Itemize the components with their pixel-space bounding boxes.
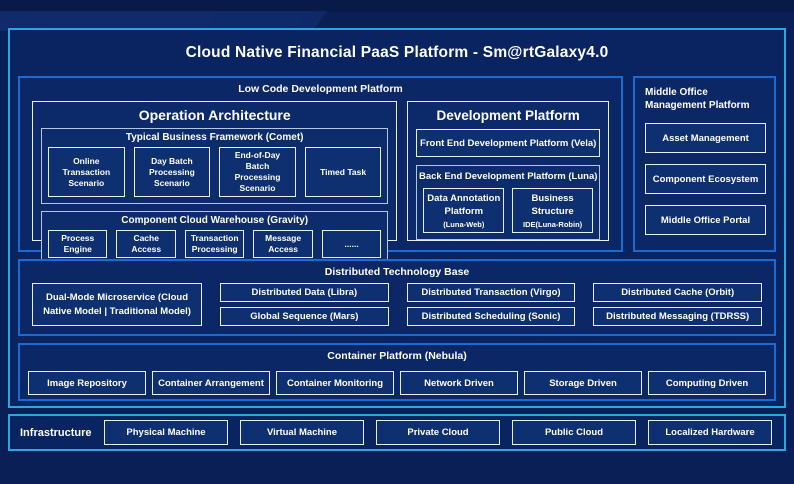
typical-business-items: Online Transaction Scenario Day Batch Pr… <box>48 147 382 198</box>
box-physical-machine: Physical Machine <box>104 420 228 445</box>
box-virtual-machine: Virtual Machine <box>240 420 364 445</box>
box-timed-task: Timed Task <box>304 147 382 198</box>
box-front-end-development-platform: Front End Development Platform (Vela) <box>416 129 600 158</box>
data-annotation-platform-label: Data Annotation Platform <box>427 193 501 218</box>
component-cloud-warehouse-group: Component Cloud Warehouse (Gravity) Proc… <box>41 211 389 266</box>
box-business-structure-ide: Business Structure IDE(Luna-Robin) <box>512 188 594 233</box>
box-distributed-messaging-tdrss: Distributed Messaging (TDRSS) <box>593 307 762 326</box>
middle-office-section-header: Middle Office Management Platform <box>645 87 750 111</box>
box-storage-driven: Storage Driven <box>524 371 642 395</box>
development-platform-panel: Development Platform Front End Developme… <box>407 101 609 241</box>
low-code-development-platform-section: Low Code Development Platform Operation … <box>18 76 623 266</box>
distributed-technology-base-section: Distributed Technology Base Dual-Mode Mi… <box>18 259 776 336</box>
box-asset-management: Asset Management <box>645 123 766 153</box>
back-end-development-platform-title: Back End Development Platform (Luna) <box>418 171 598 183</box>
distributed-section-header: Distributed Technology Base <box>324 266 470 278</box>
distributed-grid: Distributed Data (Libra) Distributed Tra… <box>220 283 762 326</box>
box-middle-office-portal: Middle Office Portal <box>645 205 766 235</box>
box-end-of-day-batch-processing-scenario: End-of-Day Batch Processing Scenario <box>219 147 296 198</box>
container-platform-items: Image Repository Container Arrangement C… <box>28 371 766 395</box>
box-distributed-transaction-virgo: Distributed Transaction (Virgo) <box>406 283 576 302</box>
page-title: Cloud Native Financial PaaS Platform - S… <box>185 44 609 61</box>
infrastructure-label: Infrastructure <box>20 426 92 439</box>
operation-architecture-panel: Operation Architecture Typical Business … <box>32 101 398 266</box>
box-distributed-data-libra: Distributed Data (Libra) <box>220 283 389 302</box>
platform-frame: Cloud Native Financial PaaS Platform - S… <box>8 28 786 408</box>
back-end-items: Data Annotation Platform (Luna-Web) Busi… <box>423 188 594 233</box>
box-localized-hardware: Localized Hardware <box>648 420 772 445</box>
box-container-arrangement: Container Arrangement <box>152 371 270 395</box>
container-platform-header: Container Platform (Nebula) <box>327 350 467 362</box>
typical-business-framework-title: Typical Business Framework (Comet) <box>125 132 304 143</box>
box-container-monitoring: Container Monitoring <box>276 371 394 395</box>
middle-office-management-platform-section: Middle Office Management Platform Asset … <box>633 76 776 252</box>
distributed-body: Dual-Mode Microservice (Cloud Native Mod… <box>32 283 762 326</box>
box-data-annotation-platform: Data Annotation Platform (Luna-Web) <box>423 188 505 233</box>
box-distributed-scheduling-sonic: Distributed Scheduling (Sonic) <box>406 307 576 326</box>
box-transaction-processing: Transaction Processing <box>184 230 245 259</box>
box-process-engine: Process Engine <box>48 230 108 259</box>
top-row: Low Code Development Platform Operation … <box>18 76 776 266</box>
business-structure-label: Business Structure <box>531 193 574 218</box>
business-structure-codename: IDE(Luna-Robin) <box>523 220 583 229</box>
box-component-ecosystem: Component Ecosystem <box>645 164 766 194</box>
container-platform-section: Container Platform (Nebula) Image Reposi… <box>18 343 776 401</box>
box-network-driven: Network Driven <box>400 371 518 395</box>
box-distributed-cache-orbit: Distributed Cache (Orbit) <box>593 283 762 302</box>
back-end-development-platform-group: Back End Development Platform (Luna) Dat… <box>416 165 600 240</box>
box-online-transaction-scenario: Online Transaction Scenario <box>48 147 125 198</box>
low-code-body: Operation Architecture Typical Business … <box>32 101 609 266</box>
component-cloud-warehouse-title: Component Cloud Warehouse (Gravity) <box>121 215 309 227</box>
box-day-batch-processing-scenario: Day Batch Processing Scenario <box>133 147 211 198</box>
box-image-repository: Image Repository <box>28 371 146 395</box>
component-cloud-items: Process Engine Cache Access Transaction … <box>48 230 382 259</box>
development-platform-title: Development Platform <box>436 108 580 123</box>
operation-architecture-title: Operation Architecture <box>138 107 291 123</box>
top-dark-strip <box>0 0 794 12</box>
box-ellipsis-more: ...... <box>321 230 382 259</box>
box-public-cloud: Public Cloud <box>512 420 636 445</box>
box-message-access: Message Access <box>253 230 313 259</box>
typical-business-framework-group: Typical Business Framework (Comet) Onlin… <box>41 128 389 205</box>
box-cache-access: Cache Access <box>116 230 176 259</box>
data-annotation-platform-codename: (Luna-Web) <box>443 220 485 229</box>
box-global-sequence-mars: Global Sequence (Mars) <box>220 307 389 326</box>
box-private-cloud: Private Cloud <box>376 420 500 445</box>
box-dual-mode-microservice: Dual-Mode Microservice (Cloud Native Mod… <box>32 283 202 326</box>
low-code-section-header: Low Code Development Platform <box>238 83 403 95</box>
box-computing-driven: Computing Driven <box>648 371 766 395</box>
infrastructure-section: Infrastructure Physical Machine Virtual … <box>8 414 786 451</box>
